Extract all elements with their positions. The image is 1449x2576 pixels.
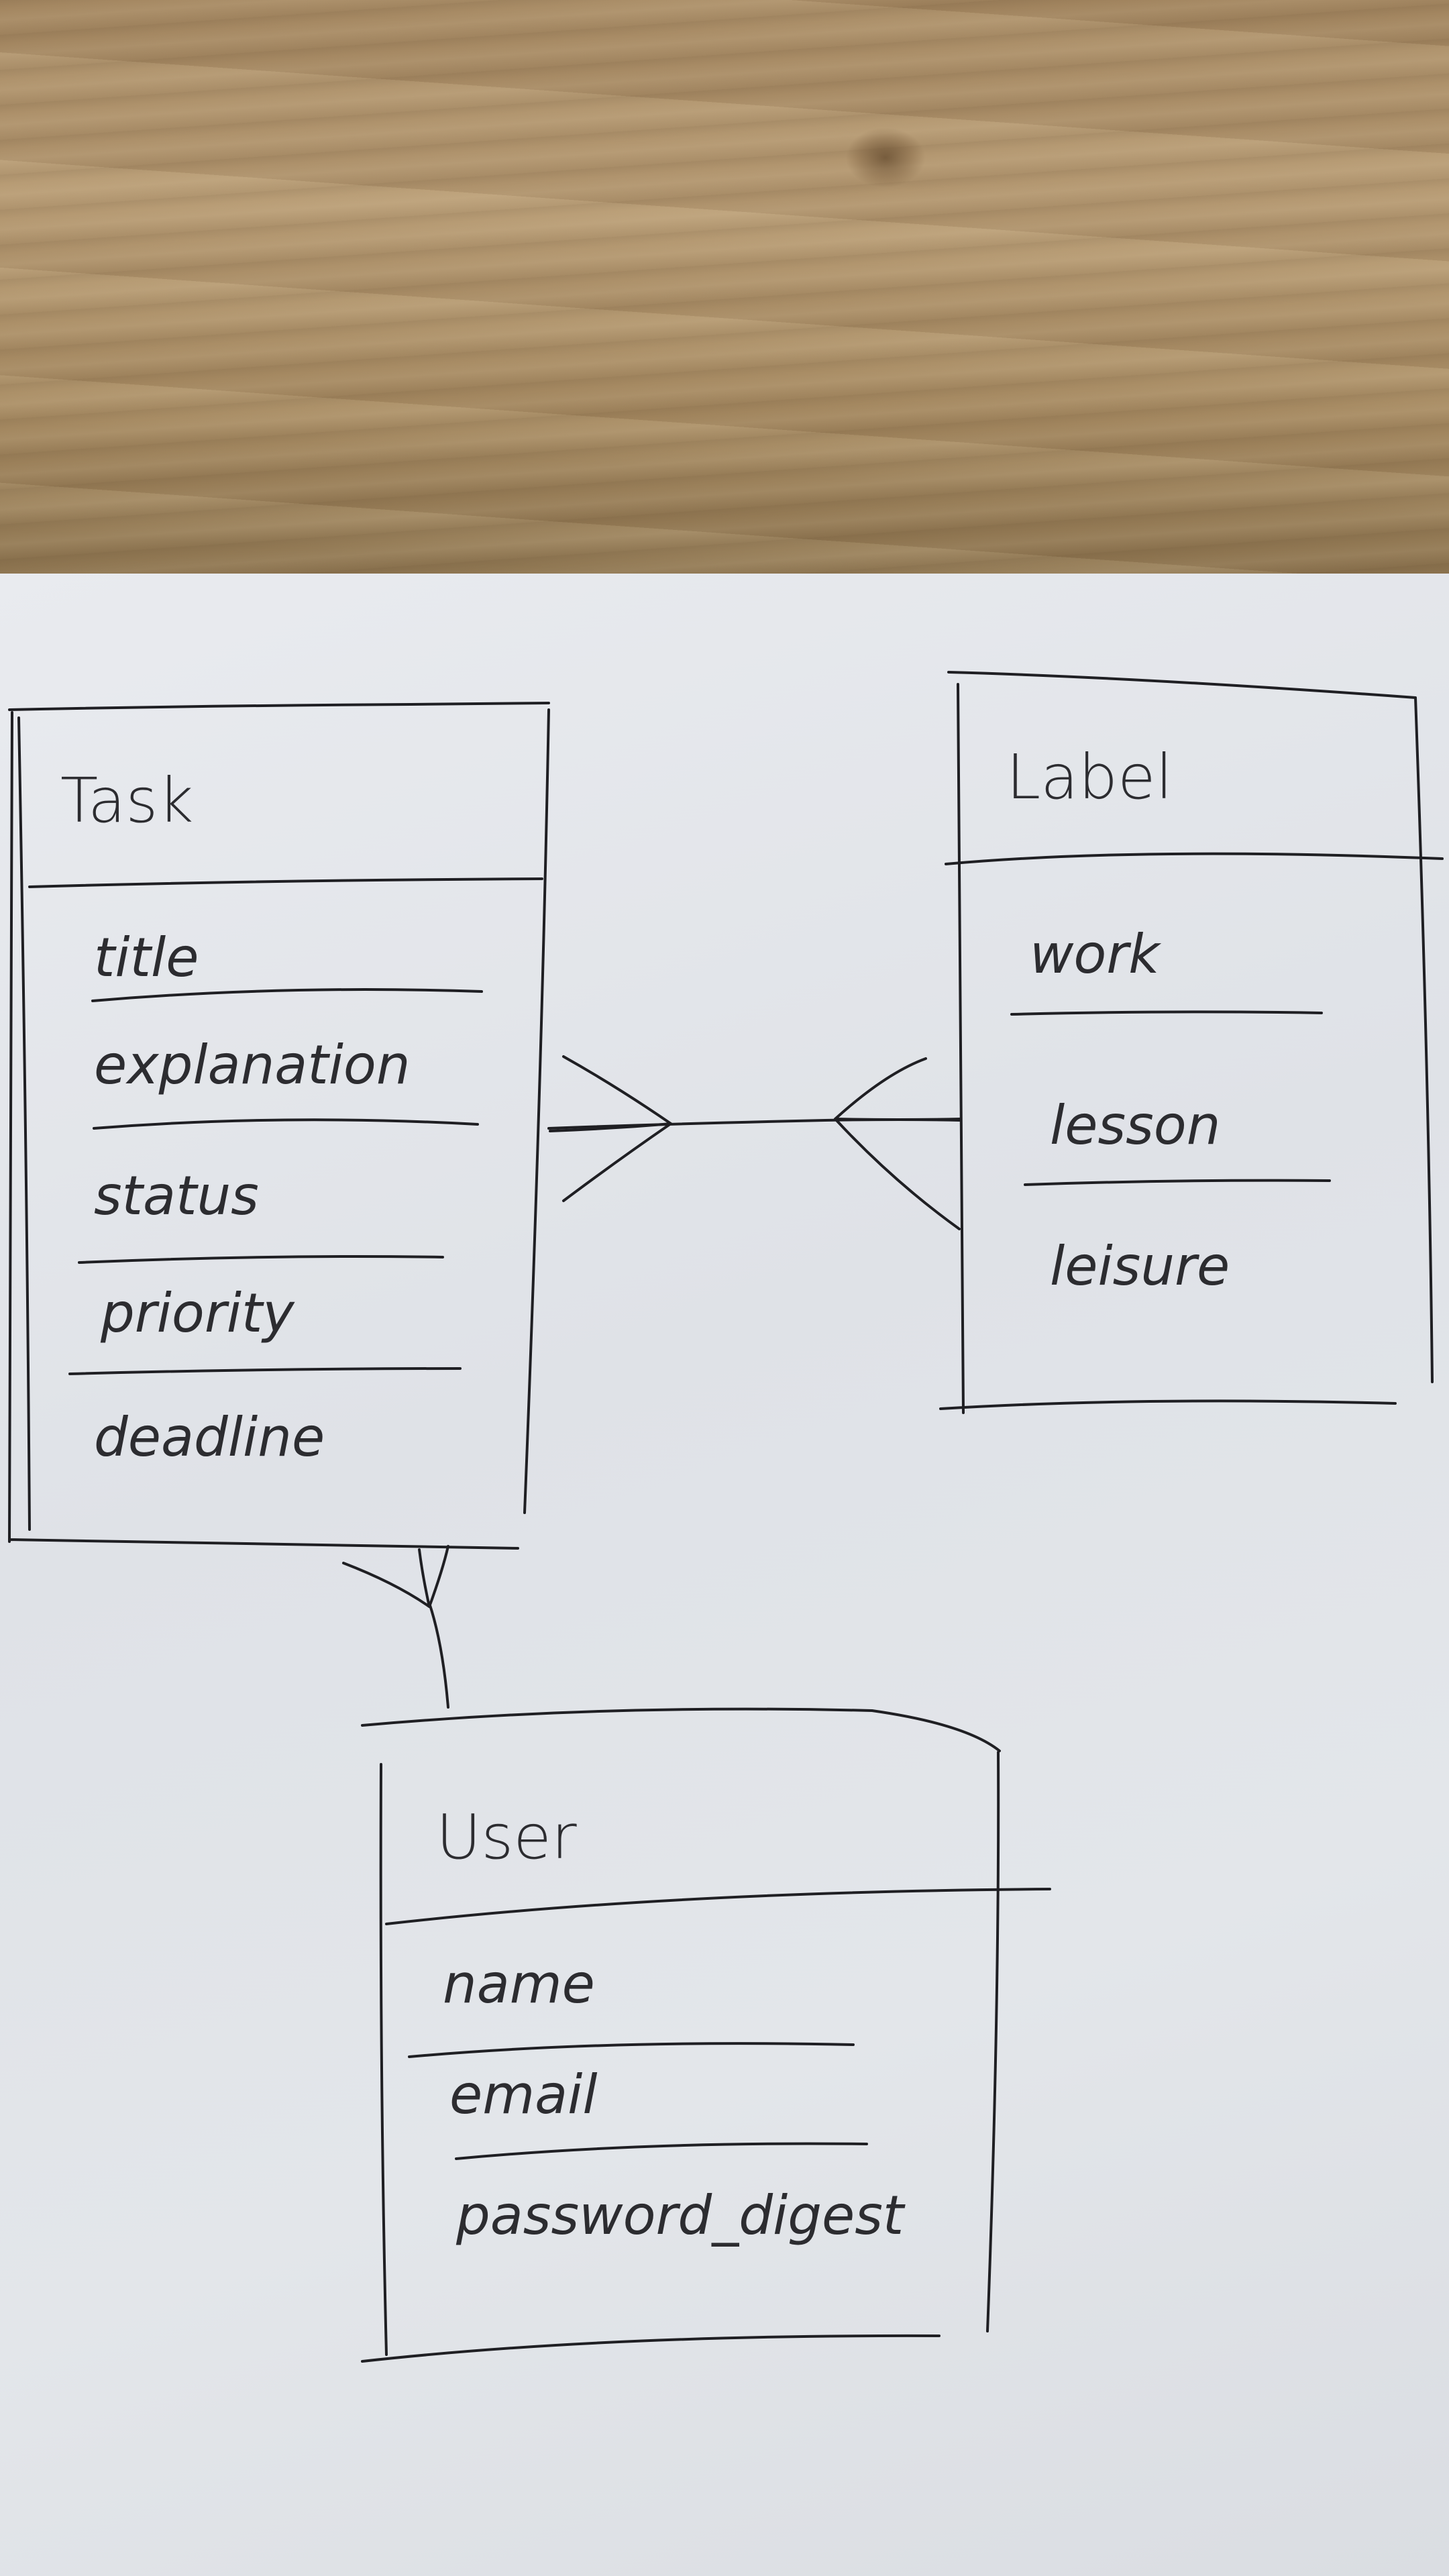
task-attr-title: title <box>94 926 199 989</box>
user-header-divider <box>385 1888 1051 1925</box>
wooden-desk-background <box>0 0 1449 590</box>
task-attr-divider <box>78 1255 444 1264</box>
task-attr-divider <box>93 1118 479 1130</box>
label-attr-divider <box>1010 1010 1323 1016</box>
entity-user: User name email password_digest <box>361 1707 1051 2363</box>
user-attr-divider <box>455 2142 868 2160</box>
relationship-task-label <box>547 1055 962 1230</box>
user-title: User <box>436 1801 577 1873</box>
task-attr-priority: priority <box>100 1282 295 1344</box>
label-attr-lesson: lesson <box>1050 1094 1220 1157</box>
entity-task: Task title explanation status priority d… <box>8 702 550 1550</box>
wood-knot <box>845 127 926 188</box>
task-attr-divider <box>91 988 483 1002</box>
task-attr-status: status <box>94 1165 259 1227</box>
relationship-line <box>428 1602 449 1709</box>
label-header-divider <box>945 852 1444 865</box>
label-attr-work: work <box>1030 923 1161 985</box>
user-attr-name: name <box>443 1953 595 2015</box>
label-attr-divider <box>1024 1179 1331 1186</box>
crows-foot-label-side <box>834 1057 962 1230</box>
user-attr-password-digest: password_digest <box>455 2184 906 2247</box>
label-box-outline <box>939 671 1434 1414</box>
user-attr-email: email <box>449 2063 598 2126</box>
task-attr-deadline: deadline <box>94 1406 325 1468</box>
crows-foot-task-side <box>549 1055 672 1202</box>
label-title: Label <box>1006 741 1173 813</box>
task-attr-explanation: explanation <box>94 1034 411 1096</box>
relationship-user-task <box>342 1545 449 1709</box>
task-box-outline <box>8 702 550 1550</box>
user-box-outline <box>361 1707 1001 2363</box>
crows-foot-task-side <box>342 1545 449 1608</box>
task-header-divider <box>28 877 543 888</box>
label-attr-leisure: leisure <box>1050 1235 1230 1297</box>
task-attr-divider <box>68 1367 462 1375</box>
entity-label: Label work lesson leisure <box>939 671 1444 1414</box>
user-attr-divider <box>408 2042 855 2058</box>
task-title: Task <box>60 765 194 837</box>
paper-sheet <box>0 574 1449 2576</box>
